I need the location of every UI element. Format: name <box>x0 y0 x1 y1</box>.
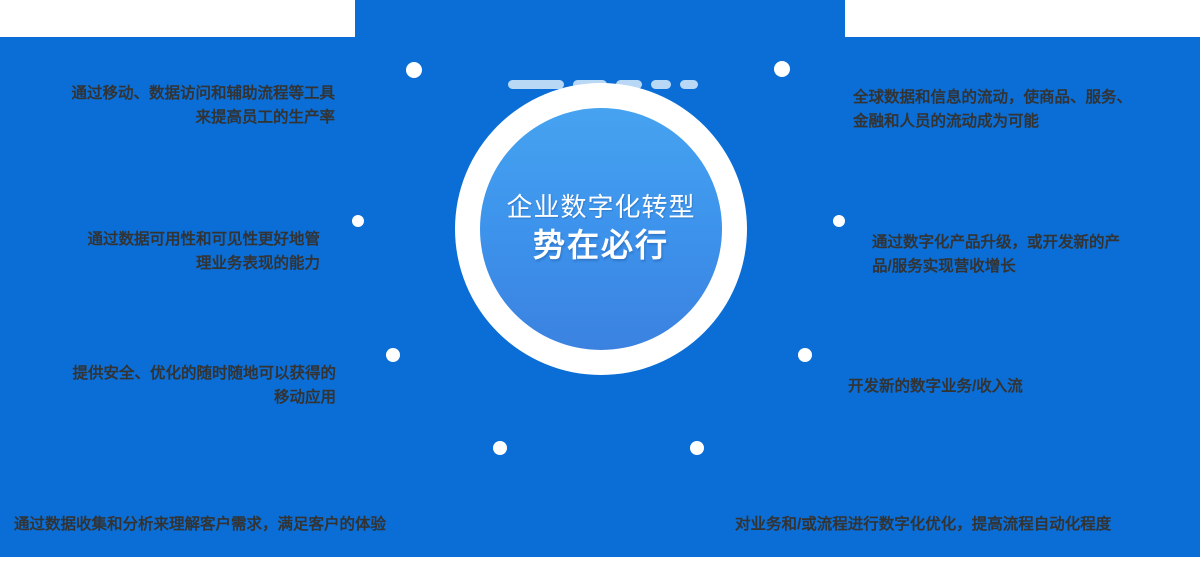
dash-segment-3 <box>615 80 643 89</box>
dash-segment-4 <box>651 80 672 89</box>
callout-bottom-left: 通过数据收集和分析来理解客户需求，满足客户的体验 <box>14 516 387 533</box>
callout-left-2: 通过数据可用性和可见性更好地管 理业务表现的能力 <box>87 231 320 273</box>
callout-right-2: 通过数字化产品升级，或开发新的产 品/服务实现营收增长 <box>872 234 1121 276</box>
callout-right-1: 全球数据和信息的流动，使商品、服务、 金融和人员的流动成为可能 <box>853 89 1133 131</box>
callout-bottom-right: 对业务和/或流程进行数字化优化，提高流程自动化程度 <box>735 516 1112 533</box>
center-title-line1: 企业数字化转型 <box>506 191 696 222</box>
decorative-dot-2 <box>774 61 790 77</box>
dash-segment-1 <box>508 80 564 89</box>
decorative-dot-8 <box>690 441 704 455</box>
decorative-dot-3 <box>352 215 364 227</box>
decorative-dot-4 <box>833 215 845 227</box>
decorative-dot-1 <box>406 62 422 78</box>
callout-right-3: 开发新的数字业务/收入流 <box>848 378 1023 395</box>
callout-left-1: 通过移动、数据访问和辅助流程等工具 来提高员工的生产率 <box>71 85 335 127</box>
decorative-dot-5 <box>386 348 400 362</box>
callout-left-3: 提供安全、优化的随时随地可以获得的 移动应用 <box>72 365 336 407</box>
center-circle-ring: 企业数字化转型 势在必行 <box>455 83 747 375</box>
decorative-dot-7 <box>493 441 507 455</box>
decorative-dot-6 <box>798 348 812 362</box>
center-title-line2: 势在必行 <box>532 227 669 264</box>
panel-top-tab <box>355 0 845 40</box>
dash-segment-5 <box>680 80 698 89</box>
center-circle-inner: 企业数字化转型 势在必行 <box>480 108 722 350</box>
